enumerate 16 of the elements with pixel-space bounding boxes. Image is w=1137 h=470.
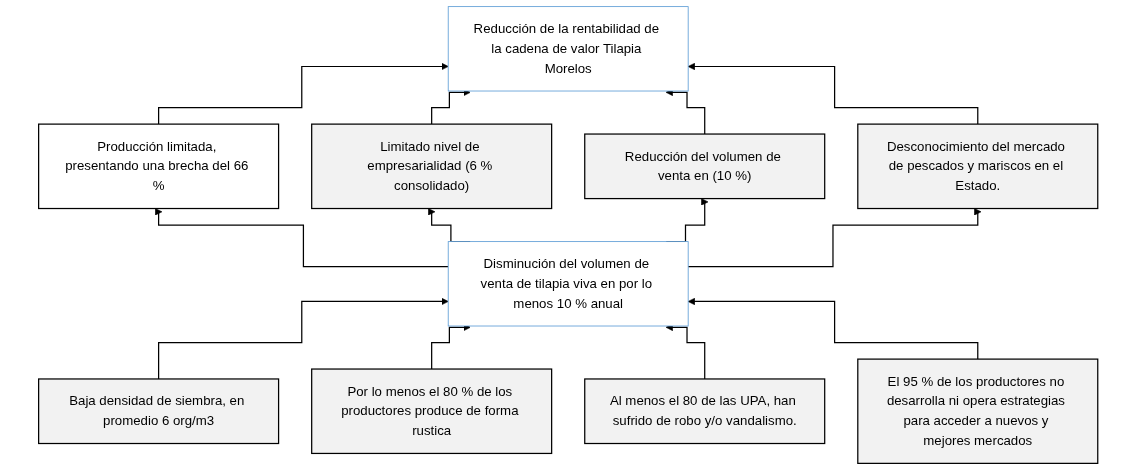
node-box: Desconocimiento del mercado de pescados y mariscos en el Estado. (857, 123, 1099, 210)
node-box: Limitado nivel de empresarialidad (6 % consolidado) (311, 123, 553, 210)
node-box: Reducción de la rentabilidad de la cadena de valor Tilapia Morelos (448, 6, 689, 92)
node-box: Por lo menos el 80 % de los productores produce de forma rustica (311, 368, 553, 455)
node-box: Reducción del volumen de venta en (10 %) (584, 133, 826, 200)
node-box: Baja densidad de siembra, en promedio 6 org/m3 (38, 378, 280, 445)
node-box: Al menos el 80 de las UPA, han sufrido de robo y/o vandalismo. (584, 378, 826, 445)
arrow (688, 297, 979, 360)
node-box: Disminución del volumen de venta de tilapia viva en por lo menos 10 % anual (448, 241, 689, 327)
node-box: Producción limitada, presentando una brecha del 66 % (38, 123, 280, 210)
node-box: El 95 % de los productores no desarrolla ni opera estrategias para acceder a nuevos y mejores mercados (857, 358, 1099, 464)
arrow (158, 62, 449, 125)
arrow (158, 297, 449, 380)
arrow (687, 208, 982, 268)
arrow (688, 62, 979, 125)
arrow (155, 208, 450, 268)
